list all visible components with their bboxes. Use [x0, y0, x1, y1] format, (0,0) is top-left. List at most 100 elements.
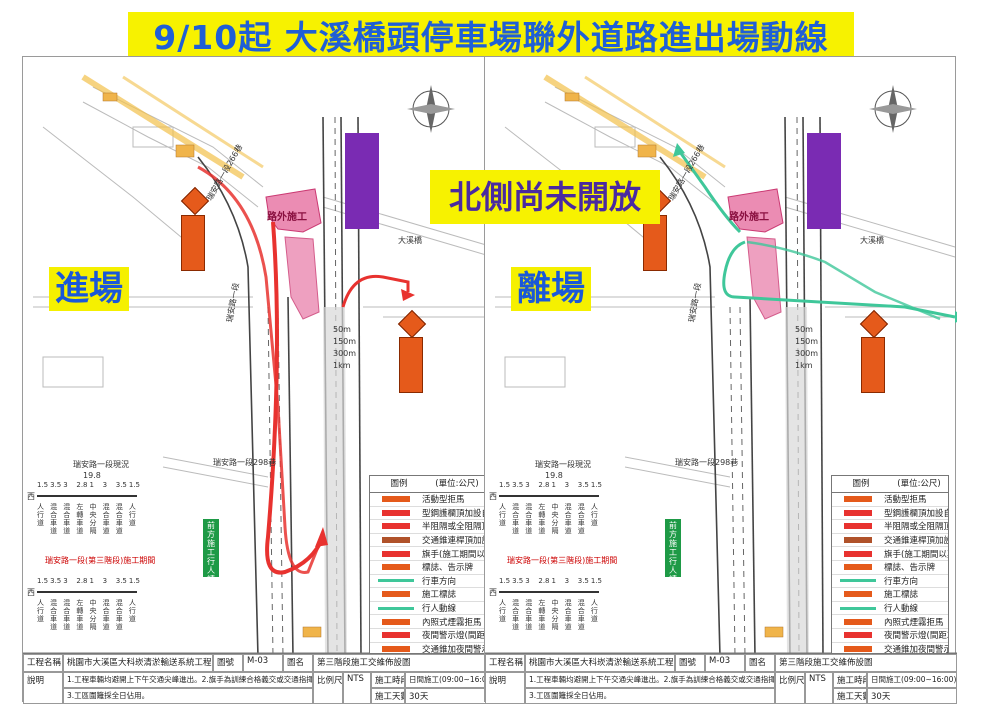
legend-item: 型鋼護欄頂加設自動點滅警示燈	[832, 507, 948, 521]
lane-width: 1.5	[37, 481, 49, 489]
legend-item-label: 標誌、告示牌	[422, 563, 474, 574]
scale-label: 比例尺	[775, 672, 805, 704]
lane-width: 2.8	[538, 577, 550, 585]
lane-name: 人行道	[128, 503, 136, 527]
lane-name: 人行道	[590, 599, 598, 623]
duration-label: 施工天數	[833, 688, 867, 704]
dist-50: 50m	[333, 325, 351, 334]
direction-west: 西	[489, 492, 497, 501]
entry-arrow-turn	[265, 221, 325, 575]
lane-width: 2.8	[538, 481, 550, 489]
lane-width: 3	[63, 577, 68, 585]
lane-width: 1	[89, 481, 94, 489]
dist-1km: 1km	[795, 361, 813, 370]
lane-name: 混合車道	[50, 503, 58, 535]
dist-300: 300m	[333, 349, 357, 358]
legend-item-label: 行人動線	[422, 604, 457, 615]
desc-1: 1.工程車輛均避開上下午交通尖峰進出。2.旗手為訓練合格義交或交通指揮人員。	[525, 672, 775, 688]
project-label: 工程名稱	[485, 654, 525, 672]
legend-item-label: 活動型拒馬	[422, 495, 465, 506]
lane-name: 人行道	[499, 599, 506, 623]
lane-name: 混合車道	[63, 503, 71, 535]
lane-width: 3.5	[115, 577, 127, 585]
legend-header: 圖例	[390, 479, 408, 489]
lane-name: 混合車道	[525, 503, 533, 535]
legend-symbol-icon	[832, 617, 884, 627]
exit-arrow-north	[678, 151, 742, 234]
lane-width: 3.5	[50, 481, 62, 489]
legend-item-label: 交通錐加夜間警示燈	[884, 644, 948, 655]
lane-name: 人行道	[499, 503, 506, 527]
compass-icon	[407, 85, 455, 133]
scale: NTS	[343, 672, 371, 704]
legend-item-label: 交通錐連桿頂加設自動點滅警示燈	[422, 536, 486, 547]
legend-symbol-icon	[832, 589, 884, 599]
lane-name: 混合車道	[102, 599, 110, 631]
lane-width: 3	[525, 481, 530, 489]
legend-item-label: 型鋼護欄頂加設自動點滅警示燈	[884, 508, 948, 519]
legend-item: 行人動線	[370, 602, 486, 616]
road-298-label: 瑞安路一段298巷	[675, 458, 739, 467]
legend-item: 行人動線	[832, 602, 948, 616]
entry-map	[23, 74, 495, 658]
scale-label: 比例尺	[313, 672, 343, 704]
exit-arrow-east	[722, 240, 956, 319]
duration: 30天	[405, 688, 495, 704]
legend-item-label: 行車方向	[422, 576, 457, 587]
lane-width: 1	[89, 577, 94, 585]
drawing-no-label: 圖號	[675, 654, 705, 672]
construction-label: 路外施工	[729, 212, 769, 223]
lane-name: 人行道	[590, 503, 598, 527]
project-name: 桃園市大溪區大科崁清淤輸送系統工程	[525, 654, 675, 672]
legend-item: 半阻隔或全阻隔頂加設自動點滅警示燈	[832, 520, 948, 534]
legend-item: 施工標誌	[370, 588, 486, 602]
legend-symbol-icon	[370, 549, 422, 559]
lane-width: 1.5	[37, 577, 49, 585]
lane-width: 3	[564, 481, 570, 489]
construction-zone	[727, 188, 784, 233]
legend-item-label: 行人動線	[884, 604, 919, 615]
desc-2: 3.工區圍籬採全日佔用。	[525, 688, 775, 704]
entry-arrow-main	[197, 165, 320, 574]
road-surface-line	[37, 591, 137, 593]
purple-block	[807, 133, 841, 229]
lane-width: 1.5	[128, 577, 141, 585]
lane-width: 3.5	[115, 481, 127, 489]
drawing-name-label: 圖名	[745, 654, 775, 672]
construction-sign-icon	[861, 337, 885, 393]
page-title: 9/10起 大溪橋頭停車場聯外道路進出場動線	[128, 12, 854, 64]
lane-width: 3	[63, 481, 68, 489]
legend-item: 施工標誌	[832, 588, 948, 602]
lane-name: 中央分隔	[551, 503, 559, 535]
legend-item: 標誌、告示牌	[370, 561, 486, 575]
road-298-label: 瑞安路一段298巷	[213, 458, 277, 467]
legend-item: 行車方向	[370, 575, 486, 589]
construction-zone	[265, 188, 322, 233]
legend-item-label: 施工標誌	[884, 590, 919, 601]
cross-section-width: 19.8	[83, 471, 101, 480]
lane-width: 3.5	[577, 577, 589, 585]
period: 日間施工(09:00~16:00)	[867, 672, 957, 688]
lane-name: 混合車道	[512, 599, 520, 631]
legend-symbol-icon	[832, 576, 884, 586]
lane-width: 1.5	[499, 577, 511, 585]
project-name: 桃園市大溪區大科崁清淤輸送系統工程	[63, 654, 213, 672]
legend-item: 內照式煙霧拒馬	[832, 615, 948, 629]
pedestrian-sign: 前方施工行人請靠對側人行道	[203, 519, 219, 638]
legend-symbol-icon	[832, 494, 884, 504]
legend-symbol-icon	[370, 589, 422, 599]
construction-sign-icon	[181, 215, 205, 271]
construction-label: 路外施工	[267, 212, 307, 223]
lane-name: 混合車道	[115, 503, 123, 535]
legend-symbol-icon	[832, 644, 884, 654]
legend-symbol-icon	[832, 603, 884, 613]
lane-width: 1	[551, 481, 556, 489]
period-label: 施工時段	[371, 672, 405, 688]
road-surface-line	[499, 591, 599, 593]
lane-name: 混合車道	[115, 599, 123, 631]
legend-item: 內照式煙霧拒馬	[370, 615, 486, 629]
lane-width: 3.5	[577, 481, 589, 489]
title-block: 工程名稱 桃園市大溪區大科崁清淤輸送系統工程 圖號 M-03 圖名 第三階段施工…	[485, 653, 957, 704]
cross-section-title: 瑞安路一段現況	[535, 460, 591, 469]
